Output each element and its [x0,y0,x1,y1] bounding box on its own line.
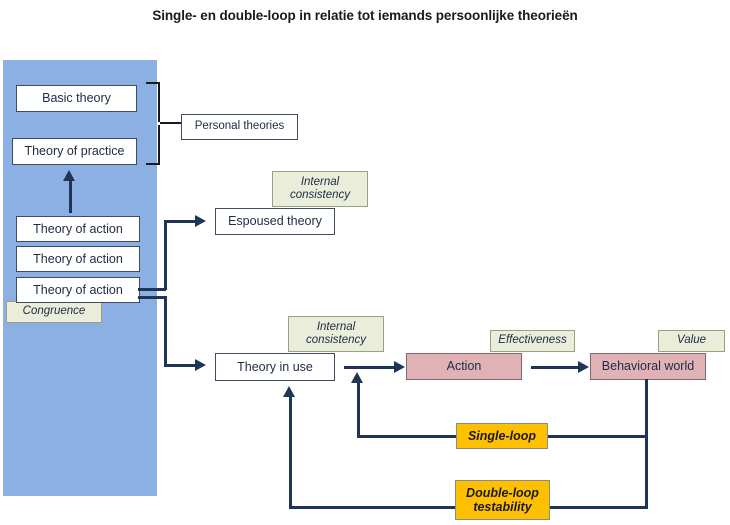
box-theory-of-action-2-label: Theory of action [33,251,123,266]
box-action-label: Action [446,359,482,374]
annotation-internal-consistency-espoused: Internal consistency [272,171,368,207]
arrow-head-action-to-world [578,361,589,373]
annotation-effectiveness: Effectiveness [490,330,575,352]
single-loop-line-right [546,435,647,438]
arrow-head-to-theory-in-use [195,359,206,371]
box-theory-of-action-2[interactable]: Theory of action [16,246,140,272]
annotation-congruence-label: Congruence [22,305,86,318]
arrow-shaft-up-to-practice [69,180,72,213]
box-theory-in-use-label: Theory in use [237,359,313,374]
box-double-loop[interactable]: Double-loop testability [455,480,550,520]
box-double-loop-label: Double-loop testability [466,485,539,514]
box-personal-theories-label: Personal theories [194,120,285,133]
box-single-loop[interactable]: Single-loop [456,423,548,449]
double-loop-line-left [289,506,457,509]
annotation-effectiveness-label: Effectiveness [498,334,567,347]
box-single-loop-label: Single-loop [467,428,537,443]
box-theory-of-action-1-label: Theory of action [33,221,123,236]
box-theory-of-action-1[interactable]: Theory of action [16,216,140,242]
connector-to-espoused-h1 [138,288,166,291]
double-loop-line-right [548,506,647,509]
single-loop-line-left [357,435,457,438]
box-espoused-theory[interactable]: Espoused theory [215,208,335,235]
page-title: Single- en double-loop in relatie tot ie… [152,8,578,23]
connector-to-theory-in-use-h1 [138,296,166,299]
box-theory-in-use[interactable]: Theory in use [215,353,335,381]
annotation-internal-consistency-espoused-label: Internal consistency [289,175,351,201]
annotation-congruence: Congruence [6,301,102,323]
arrow-head-up-to-practice [63,170,75,181]
box-behavioral-world[interactable]: Behavioral world [590,353,706,380]
annotation-value-label: Value [677,334,706,347]
box-theory-of-action-3[interactable]: Theory of action [16,277,140,303]
box-espoused-theory-label: Espoused theory [228,214,322,229]
single-loop-arrow-head [351,372,363,383]
annotation-internal-consistency-in-use-label: Internal consistency [305,320,367,346]
arrow-head-to-espoused [195,215,206,227]
box-theory-of-practice-label: Theory of practice [24,144,125,159]
arrow-shaft-in-use-to-action [344,366,396,369]
box-behavioral-world-label: Behavioral world [601,359,695,374]
connector-to-theory-in-use-h2 [164,364,196,367]
double-loop-arrow-head [283,386,295,397]
box-theory-of-practice[interactable]: Theory of practice [12,138,137,165]
box-theory-of-action-3-label: Theory of action [33,282,123,297]
box-personal-theories[interactable]: Personal theories [181,114,298,140]
box-basic-theory[interactable]: Basic theory [16,85,137,112]
single-loop-riser [357,382,360,437]
annotation-internal-consistency-in-use: Internal consistency [288,316,384,352]
connector-to-theory-in-use-v [164,296,167,366]
box-basic-theory-label: Basic theory [42,91,111,106]
connector-to-espoused-h2 [164,220,196,223]
arrow-head-in-use-to-action [394,361,405,373]
double-loop-riser [289,396,292,508]
annotation-value: Value [658,330,725,352]
connector-to-espoused-v [164,220,167,290]
loop-line-world-down [645,379,648,509]
box-action[interactable]: Action [406,353,522,380]
arrow-shaft-action-to-world [531,366,580,369]
